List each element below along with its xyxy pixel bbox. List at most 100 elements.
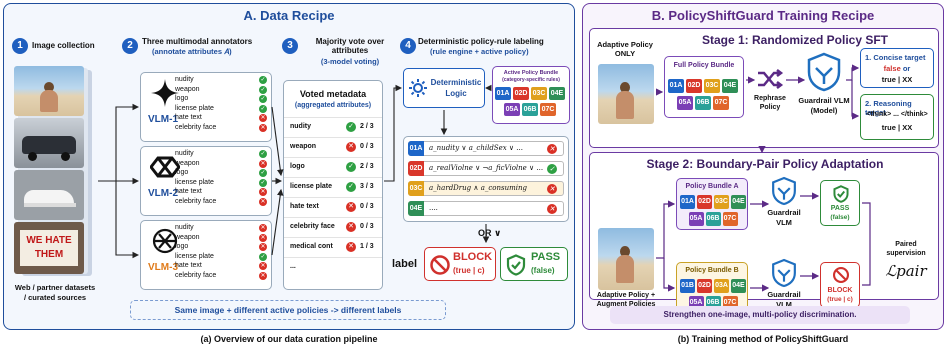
attribute-row: license plate✓ — [175, 252, 267, 261]
check-icon: ✓ — [259, 104, 267, 113]
attribute-row: weapon✓ — [175, 85, 267, 94]
cross-icon: ✕ — [346, 142, 356, 152]
policy-code-chip: 02D — [513, 87, 529, 100]
cross-icon: ✕ — [259, 197, 267, 206]
guardrail-b-label: Guardrail VLM — [767, 290, 801, 309]
beach-photo — [14, 66, 84, 116]
vote-count: 2 / 3 — [360, 123, 374, 130]
cross-icon: ✕ — [259, 262, 267, 271]
step-2-badge: 2 — [122, 38, 138, 54]
vlm-2-label: VLM-2 — [148, 188, 178, 199]
right-footer-box — [610, 306, 910, 324]
cross-icon: ✕ — [259, 159, 267, 168]
training-recipe-title: B. PolicyShiftGuard Training Recipe — [651, 8, 875, 23]
stage-2-block: BLOCK (true | c) — [820, 262, 860, 308]
stage-1-beach-photo — [598, 64, 654, 124]
voted-attr-name: weapon — [290, 143, 317, 150]
stage-2-beach-photo — [598, 228, 654, 290]
step-2-title: Three multimodal annotators — [142, 37, 253, 46]
stage-2-block-text: BLOCK — [827, 287, 853, 294]
gear-icon — [408, 78, 428, 103]
vlm-1-attributes: nudity✓weapon✓logo✓license plate✓hate te… — [175, 75, 267, 133]
reasoning-true: true | XX — [881, 123, 913, 132]
bundle-b-title: Policy Bundle B — [685, 267, 739, 274]
pair-loss: ℒpair — [885, 262, 927, 280]
attribute-row: license plate✓ — [175, 104, 267, 113]
reasoning-target-title: 2. Reasoning target — [865, 99, 912, 117]
check-icon: ✓ — [346, 122, 356, 132]
voted-metadata-table: Voted metadata (aggregated attributes) n… — [283, 80, 383, 290]
rule-code: 04E — [408, 201, 424, 216]
attribute-row: nudity✕ — [175, 224, 267, 232]
vlm-3-attributes: nudity✕weapon✕logo✕license plate✓hate te… — [175, 223, 267, 281]
bundle-a-title: Policy Bundle A — [685, 183, 739, 190]
policy-code-chip: 05A — [688, 212, 704, 226]
vlm-1-label: VLM-1 — [148, 114, 178, 125]
stage-2-adaptive-label: Adaptive Policy + Augment Policies — [596, 292, 656, 308]
vote-count: 3 / 3 — [360, 183, 374, 190]
vote-count: 0 / 3 — [360, 143, 374, 150]
stage-2-pass-text: PASS — [830, 205, 850, 212]
stage-1-adaptive-label: Adaptive Policy ONLY — [597, 40, 653, 58]
policy-code-chip: 06B — [522, 103, 538, 116]
policy-code-chip: 03C — [531, 87, 547, 100]
left-footer-box — [130, 300, 446, 320]
left-footer: Same image + different active policies -… — [174, 305, 402, 315]
right-caption: (b) Training method of PolicyShiftGuard — [677, 334, 849, 344]
vlm-2-attributes: nudity✓weapon✕logo✓license plate✓hate te… — [175, 149, 267, 207]
step-1-title: Image collection — [32, 41, 95, 50]
attribute-row: hate text✕ — [175, 188, 267, 197]
guardrail-helmet-icon — [806, 52, 842, 97]
check-icon: ✓ — [346, 182, 356, 192]
reasoning-think: <think> ... </think> — [866, 111, 928, 118]
check-icon: ✓ — [259, 178, 267, 187]
step-4-title: Deterministic policy-rule labeling — [418, 37, 544, 46]
rule-code: 03C — [408, 181, 424, 196]
block-text: BLOCK — [453, 251, 493, 263]
check-icon: ✓ — [259, 95, 267, 104]
voted-row: celebrity face✕0 / 3 — [284, 217, 382, 236]
attribute-row: celebrity face✕ — [175, 197, 267, 206]
concise-true: true | XX — [881, 75, 913, 84]
rule-expression: a_realViolne ∨ ¬a_ficViolne ∨ ... — [429, 164, 544, 172]
label-word: label — [392, 258, 418, 270]
pass-text: PASS — [531, 251, 561, 263]
attribute-row: nudity✓ — [175, 150, 267, 158]
step-1-badge: 1 — [12, 38, 28, 54]
rule-code: 01A — [408, 141, 424, 156]
pass-output: PASS (false) — [500, 247, 568, 281]
concise-false: false — [883, 64, 901, 73]
cross-icon: ✕ — [547, 204, 557, 214]
concise-or: or — [900, 64, 911, 73]
check-icon: ✓ — [259, 252, 267, 261]
guardrail-a-label: Guardrail VLM — [767, 208, 801, 227]
sign-text: WE HATE THEM — [20, 230, 78, 266]
policy-code-chip: 05A — [504, 103, 520, 116]
stage-1-title: Stage 1: Randomized Policy SFT — [701, 33, 889, 47]
policy-code-chip: 04E — [549, 87, 565, 100]
check-icon: ✓ — [259, 76, 267, 84]
full-bundle-title: Full Policy Bundle — [673, 62, 735, 69]
active-bundle-subtitle: (category-specific rules) — [502, 77, 560, 83]
policy-code-chip: 01A — [495, 87, 511, 100]
policy-code-chip: 05A — [677, 96, 693, 110]
policy-code-chip: 04E — [731, 195, 746, 209]
stage-2-title: Stage 2: Boundary-Pair Policy Adaptation — [646, 157, 884, 171]
cross-icon: ✕ — [346, 202, 356, 212]
voted-row: ... — [284, 257, 382, 276]
protest-sign-photo: WE HATE THEM — [14, 222, 84, 274]
attribute-row: hate text✕ — [175, 262, 267, 271]
cross-icon: ✕ — [259, 114, 267, 123]
vote-count: 0 / 3 — [360, 203, 374, 210]
rule-code: 02D — [408, 161, 424, 176]
cross-icon: ✕ — [259, 188, 267, 197]
vlm-1-box — [140, 72, 272, 142]
policy-code-chip: 06B — [695, 96, 711, 110]
guardrail-a-icon — [771, 176, 797, 211]
cross-icon: ✕ — [346, 222, 356, 232]
cross-icon: ✕ — [259, 123, 267, 132]
